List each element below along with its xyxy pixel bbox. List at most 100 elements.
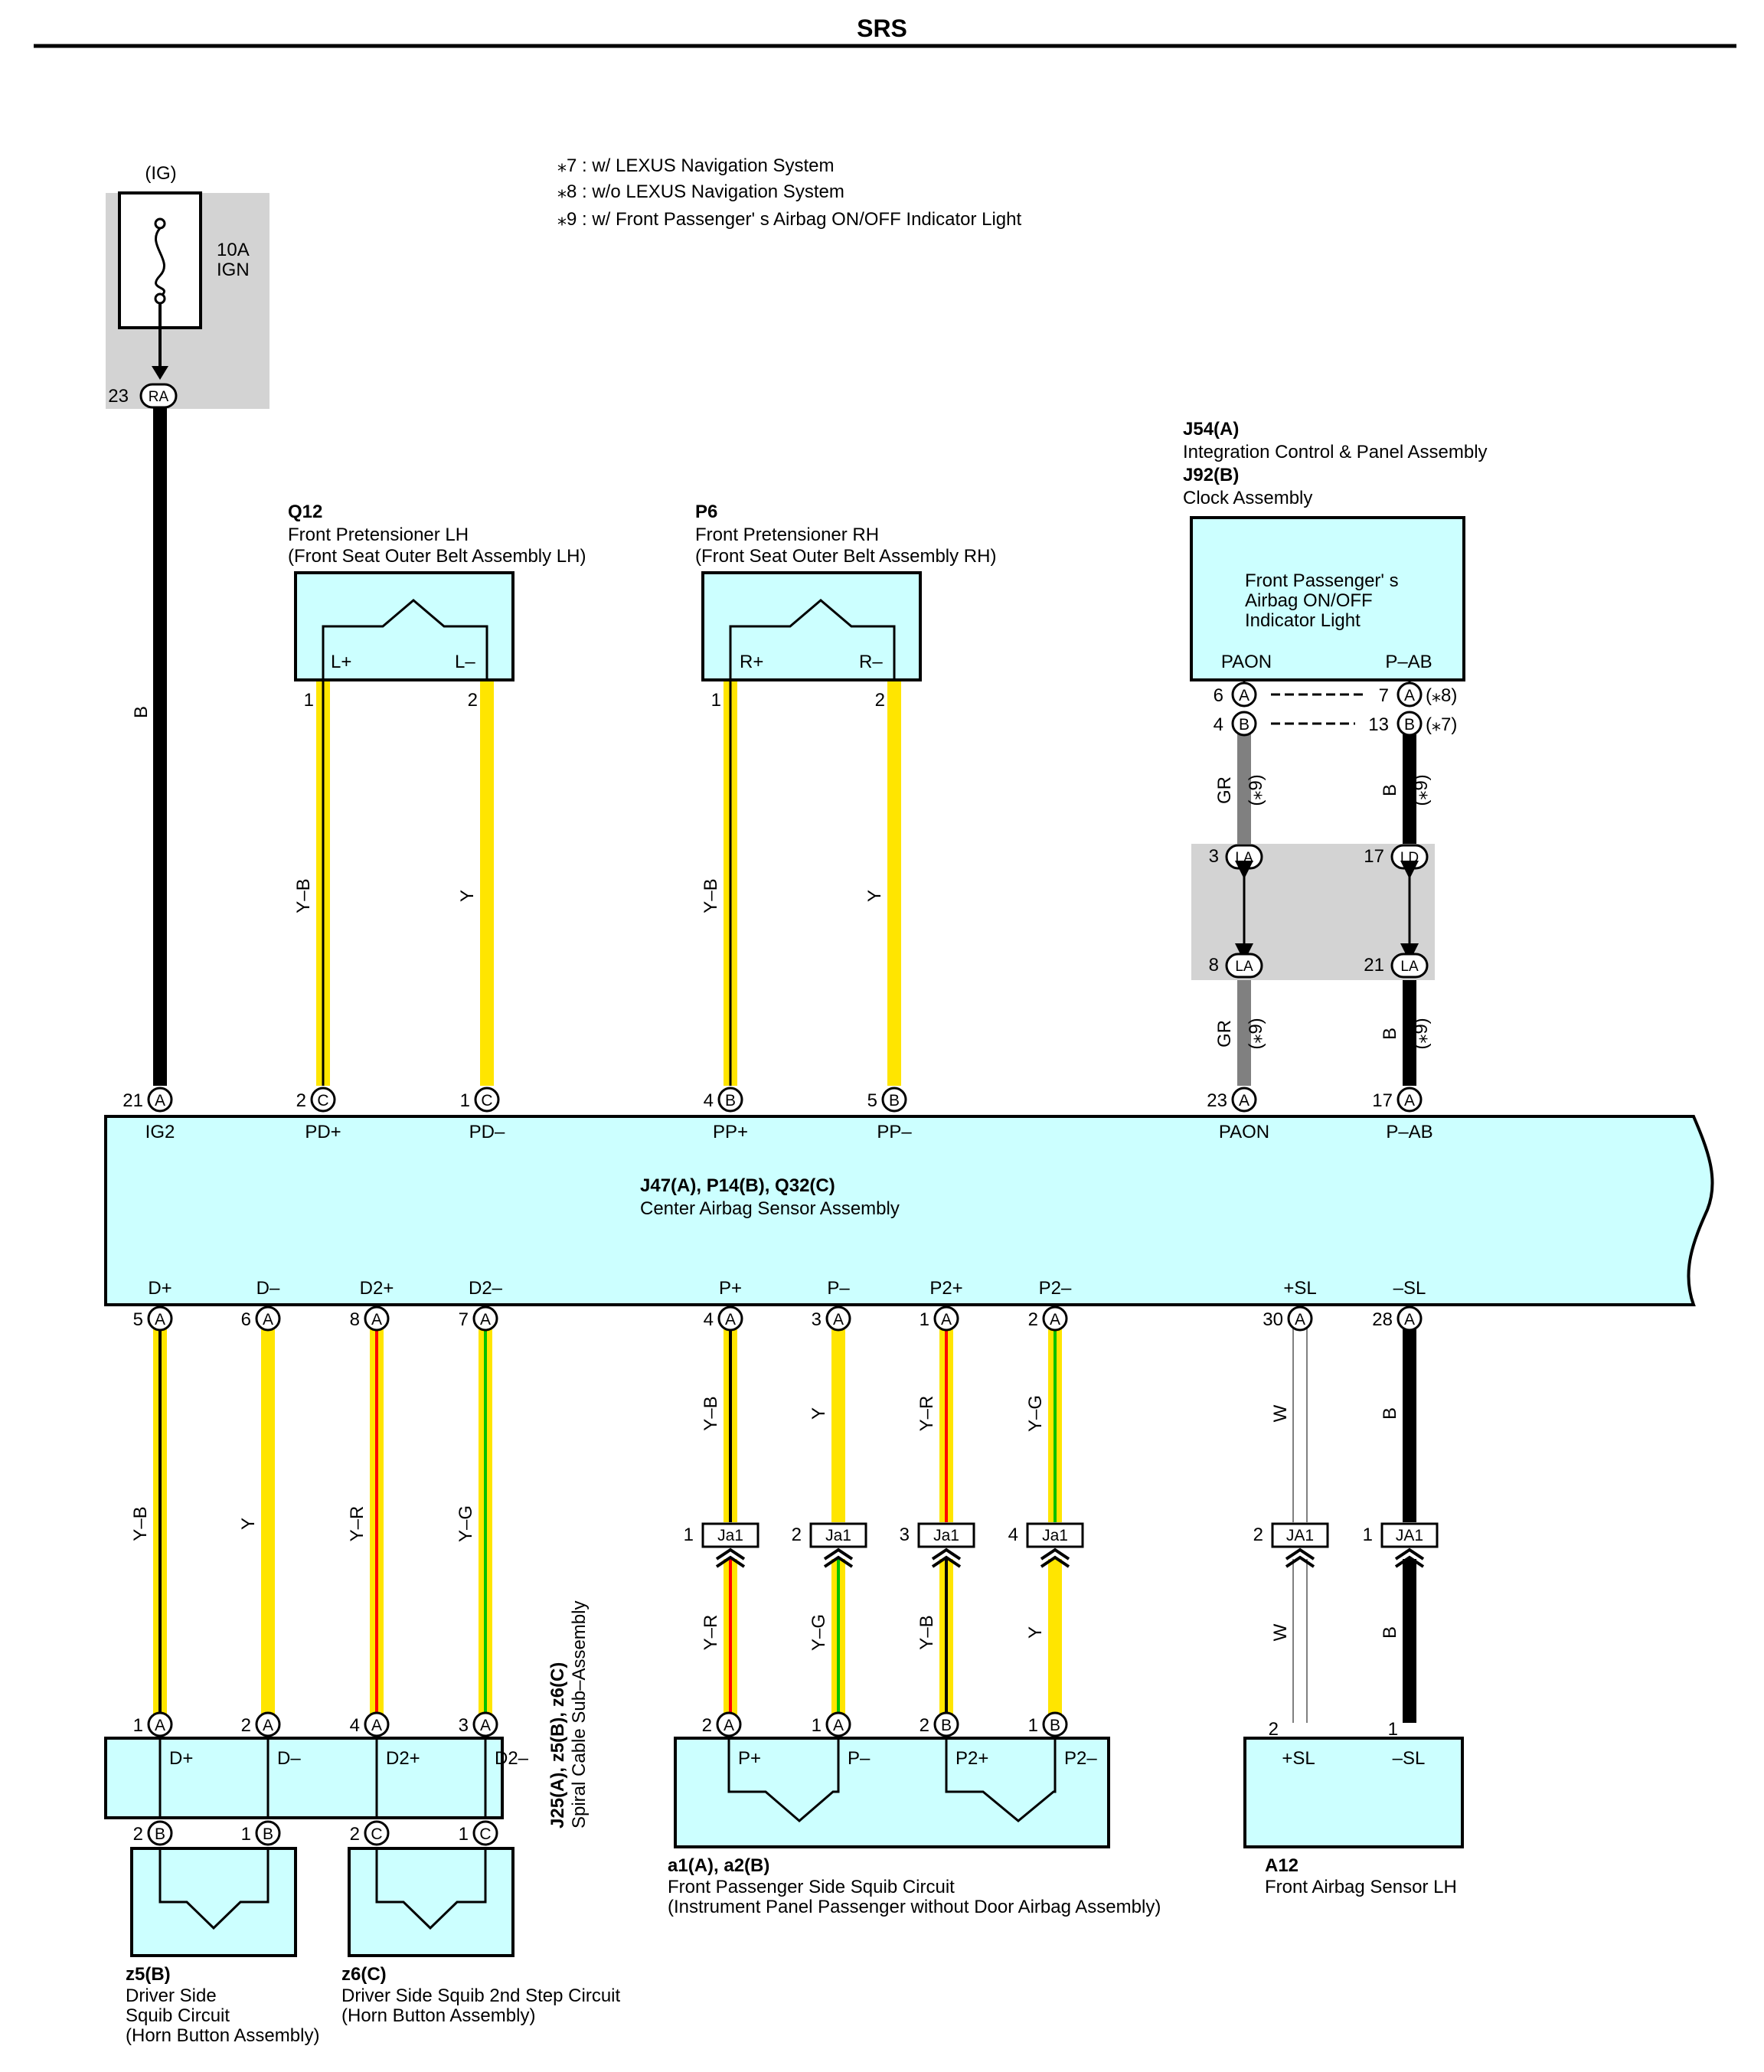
center-bottom-terminal-label: P2+	[929, 1278, 962, 1299]
j54-body1: Front Passenger' s	[1245, 570, 1399, 591]
j54-b-con-right: B	[1404, 716, 1415, 734]
jb-top-left-pin: 3	[1209, 846, 1219, 867]
q12-code: Q12	[288, 502, 322, 522]
connector-letter: A	[155, 1092, 165, 1110]
ja-name: JA1	[1396, 1527, 1423, 1544]
connector-pin	[1287, 1306, 1313, 1332]
z6-driver-squib-2nd: z6(C) Driver Side Squib 2nd Step Circuit…	[341, 1847, 621, 2026]
pin-number: 6	[241, 1309, 251, 1330]
jb-bottom-right-con: LA	[1400, 959, 1419, 975]
center-name: Center Airbag Sensor Assembly	[640, 1198, 900, 1219]
p6-p2: 2	[875, 690, 885, 711]
center-bottom-terminal-label: D2+	[360, 1278, 394, 1299]
p6-t1: R+	[740, 652, 763, 672]
squib-icon	[322, 599, 488, 680]
center-top-terminal-label: PAON	[1219, 1122, 1269, 1142]
wire-note-9: (⁎9)	[1246, 1018, 1266, 1049]
chevron-up-icon	[1040, 1555, 1070, 1568]
a12-t2: –SL	[1393, 1748, 1426, 1769]
a1-name: Front Passenger Side Squib Circuit	[668, 1877, 955, 1897]
connector-pin	[472, 1711, 498, 1737]
chevron-up-icon	[931, 1547, 962, 1561]
connector-letter: B	[263, 1825, 273, 1843]
connector-pin	[717, 1306, 743, 1332]
squib-icon	[158, 1848, 270, 1930]
z6-line1: Driver Side Squib 2nd Step Circuit	[341, 1985, 621, 2006]
connector-pin	[933, 1306, 959, 1332]
center-top-terminal-label: PD+	[305, 1122, 341, 1142]
fuse-ign: (IG) 10A IGN 23 RA	[106, 163, 270, 409]
center-bottom-terminal-label: P2–	[1039, 1278, 1072, 1299]
fuse-name: IGN	[217, 260, 250, 280]
spiral-code: J25(A), z5(B), z6(C)	[547, 1662, 568, 1829]
z5-code: z5(B)	[126, 1964, 171, 1985]
jb-bottom-left-con: LA	[1235, 959, 1253, 975]
wire-color-label: Y	[808, 1407, 829, 1420]
wire-color-gr: GR	[1214, 776, 1235, 804]
note-9: ⁎9 : w/ Front Passenger' s Airbag ON/OFF…	[557, 209, 1021, 230]
wire-color-yb: Y–B	[701, 878, 721, 913]
a1-terminal-label: P–	[848, 1748, 871, 1769]
j54-integration-control: J54(A) Integration Control & Panel Assem…	[1183, 419, 1488, 737]
connector-letter: A	[155, 1311, 165, 1328]
pin-number: 4	[350, 1715, 360, 1736]
connector-letter: A	[1404, 1092, 1415, 1110]
connector-pin	[255, 1820, 281, 1846]
wire-color-label: Y–G	[456, 1505, 476, 1542]
pin-number: 2	[241, 1715, 251, 1736]
j54-b-pin-right: 13	[1368, 714, 1389, 735]
wire-color-label: Y–R	[347, 1506, 368, 1542]
center-bottom-terminal-label: D2–	[469, 1278, 503, 1299]
connector-letter: A	[371, 1717, 382, 1734]
connector-pin	[881, 1087, 907, 1113]
pin-number: 1	[459, 1824, 469, 1845]
chevron-up-icon	[1285, 1555, 1315, 1568]
chevron-up-icon	[823, 1547, 854, 1561]
a12-pin2: 1	[1388, 1719, 1398, 1740]
connector-letter: A	[263, 1717, 273, 1734]
connector-letter: A	[1239, 1092, 1250, 1110]
pin-number: 28	[1372, 1309, 1393, 1330]
connector-pin	[825, 1306, 851, 1332]
connector-letter: A	[480, 1311, 491, 1328]
connector-letter: A	[263, 1311, 273, 1328]
center-code: J47(A), P14(B), Q32(C)	[640, 1175, 835, 1196]
notes: ⁎7 : w/ LEXUS Navigation System ⁎8 : w/o…	[557, 155, 1021, 230]
wire-color-yb: Y–B	[293, 878, 314, 913]
connector-letter: A	[1050, 1311, 1060, 1328]
q12-p1: 1	[304, 690, 314, 711]
q12-t1: L+	[331, 652, 351, 672]
wire-note-9: (⁎9)	[1246, 774, 1266, 806]
connector-letter: B	[1050, 1717, 1060, 1734]
fuse-icon	[155, 227, 165, 299]
connector-letter: A	[371, 1311, 382, 1328]
j54-body3: Indicator Light	[1245, 610, 1361, 631]
pin-number: 2	[133, 1824, 143, 1845]
wire-color-label: B	[1380, 1407, 1400, 1420]
ja-pin: 3	[900, 1525, 910, 1545]
connector-letter: A	[724, 1717, 734, 1734]
connector-letter: B	[889, 1092, 900, 1110]
fuse-pin: 23	[108, 386, 129, 407]
ja-name: JA1	[1286, 1527, 1314, 1544]
p6-code: P6	[695, 502, 717, 522]
junction-block: 3 LA 17 LD 8 LA 21 LA	[1191, 844, 1435, 980]
pin-number: 21	[122, 1090, 143, 1111]
j54-b-note: (⁎7)	[1426, 714, 1457, 735]
ja-pin: 1	[684, 1525, 694, 1545]
a1-terminal-label: P2+	[956, 1748, 988, 1769]
ja-pin: 2	[792, 1525, 802, 1545]
p6-p1: 1	[711, 690, 721, 711]
